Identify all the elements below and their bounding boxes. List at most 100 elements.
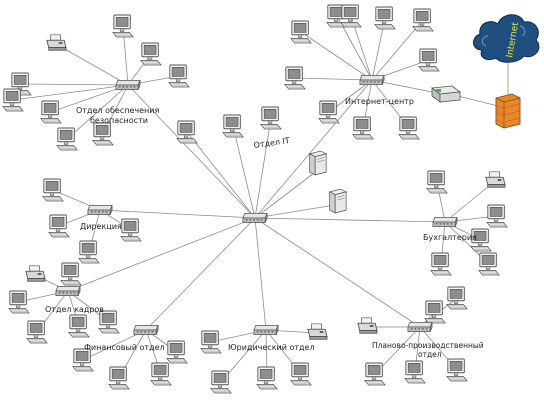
workstation-icon (374, 6, 396, 30)
network-switch-icon (253, 324, 279, 336)
workstation-icon (222, 114, 244, 138)
workstation-icon (446, 358, 468, 382)
network-link (444, 180, 496, 223)
network-link (371, 19, 424, 81)
label-it: Отдел IT (253, 136, 290, 150)
workstation-icon (290, 20, 312, 44)
network-link (50, 84, 129, 113)
printer-icon (485, 171, 506, 188)
network-link (254, 217, 446, 223)
workstation-icon (60, 262, 82, 286)
workstation-icon (168, 64, 190, 88)
workstation-icon (200, 330, 222, 354)
network-switch-icon (87, 204, 113, 216)
workstation-icon (318, 100, 340, 124)
network-link (12, 84, 129, 101)
network-switch-icon (432, 216, 458, 228)
workstation-icon (478, 252, 500, 276)
network-switch-icon (407, 321, 433, 333)
workstation-icon (486, 204, 508, 228)
workstation-icon (56, 127, 78, 151)
workstation-icon (120, 218, 142, 242)
workstation-icon (412, 8, 434, 32)
network-switch-icon (55, 285, 81, 297)
label-security-line2: безопасности (90, 116, 148, 125)
network-link (254, 117, 272, 219)
workstation-icon (112, 14, 134, 38)
network-link (127, 84, 256, 219)
printer-icon (25, 265, 46, 282)
workstation-icon (364, 362, 386, 386)
printer-icon (307, 323, 328, 340)
network-link (254, 169, 319, 219)
label-legal: Юридический отдел (228, 343, 315, 352)
workstation-icon (2, 88, 24, 112)
network-link (254, 204, 336, 219)
label-finance: Финансовый отдел (84, 343, 165, 352)
network-link (99, 209, 256, 219)
server-icon (309, 150, 327, 176)
workstation-icon (108, 366, 130, 390)
workstation-icon (92, 122, 114, 146)
router-icon (430, 85, 462, 103)
workstation-icon (260, 106, 282, 130)
workstation-icon (426, 170, 448, 194)
workstation-icon (8, 290, 30, 314)
network-link (254, 217, 267, 331)
printer-icon (46, 34, 67, 51)
workstation-icon (398, 116, 420, 140)
workstation-icon (284, 66, 306, 90)
network-link (127, 53, 152, 86)
workstation-icon (424, 300, 446, 324)
network-devices (2, 4, 508, 394)
server-icon (329, 188, 347, 214)
internet-cloud-icon: Internet (473, 14, 540, 63)
label-accounting: Бухгалтерия (423, 233, 477, 242)
printer-icon (357, 317, 378, 334)
workstation-icon (150, 362, 172, 386)
label-internet-center: Интернет-центр (345, 97, 414, 106)
network-link (300, 31, 373, 81)
workstation-icon (210, 370, 232, 394)
network-link (20, 83, 129, 86)
workstation-icon (72, 348, 94, 372)
network-switch-icon (115, 79, 141, 91)
workstation-icon (176, 120, 198, 144)
workstation-icon (446, 286, 468, 310)
network-link (436, 181, 446, 223)
workstation-icon (78, 240, 100, 264)
label-hr: Отдел кадров (45, 305, 104, 314)
workstation-icon (98, 310, 120, 334)
workstation-icon (340, 4, 362, 28)
workstation-icon (140, 42, 162, 66)
network-link (232, 125, 256, 219)
network-link (66, 84, 129, 140)
workstation-icon (40, 100, 62, 124)
network-link (67, 217, 256, 292)
workstation-icon (256, 366, 278, 390)
firewall-icon (495, 93, 521, 129)
workstation-icon (290, 362, 312, 386)
workstation-icon (26, 320, 48, 344)
label-security-line1: Отдел обеспечения (76, 106, 159, 115)
network-switch-icon (133, 324, 159, 336)
label-planning-line1: Планово-производственный (372, 341, 484, 350)
network-link (55, 43, 129, 86)
workstation-icon (430, 252, 452, 276)
network-link (145, 217, 256, 331)
workstation-icon (166, 340, 188, 364)
network-link (254, 79, 373, 219)
workstation-icon (418, 48, 440, 72)
network-switch-icon (359, 74, 385, 86)
network-link (294, 77, 373, 81)
label-directorate: Дирекция (80, 222, 122, 231)
workstation-icon (48, 214, 70, 238)
network-link (186, 131, 256, 219)
workstation-icon (42, 178, 64, 202)
network-link (254, 217, 421, 328)
network-link (371, 79, 443, 95)
workstation-icon (352, 116, 374, 140)
network-switch-icon (242, 212, 268, 224)
label-planning-line2: отдел (418, 350, 442, 359)
